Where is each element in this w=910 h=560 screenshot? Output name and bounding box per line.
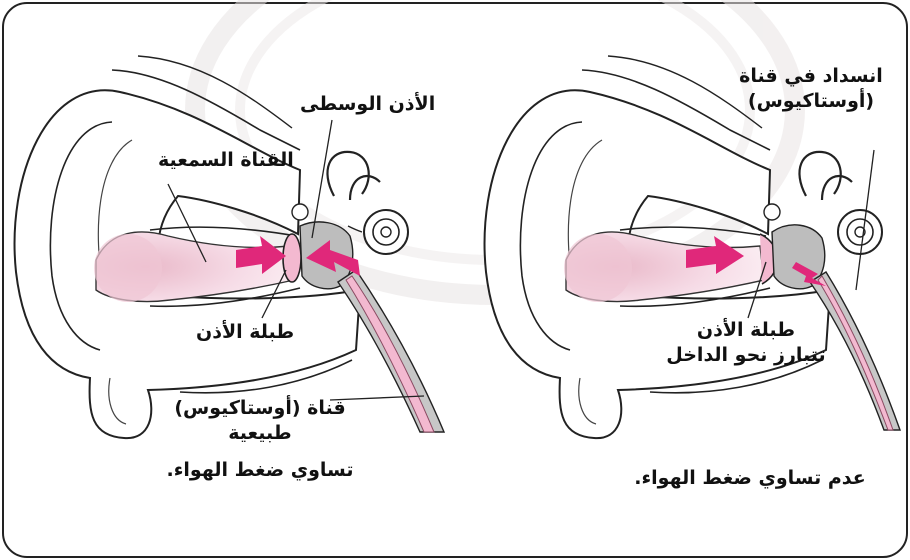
label-tube-line2: طبيعية — [170, 421, 350, 446]
label-tube-line1: قناة (أوستاكيوس) — [170, 396, 350, 421]
label-blockage-line1: انسداد في قناة — [726, 64, 896, 89]
label-blockage-line2: (أوستاكيوس) — [726, 89, 896, 114]
label-ear-canal: القناة السمعية — [158, 148, 294, 173]
label-eardrum-line2: تتبارز نحو الداخل — [646, 343, 846, 368]
label-eardrum-line1: طبلة الأذن — [646, 318, 846, 343]
label-eardrum: طبلة الأذن — [196, 320, 294, 345]
label-middle-ear: الأذن الوسطى — [300, 92, 435, 117]
caption-left: تساوي ضغط الهواء. — [150, 458, 370, 483]
label-eardrum-bulging: طبلة الأذن تتبارز نحو الداخل — [646, 318, 846, 367]
label-blockage: انسداد في قناة (أوستاكيوس) — [726, 64, 896, 113]
label-eustachian-tube-normal: قناة (أوستاكيوس) طبيعية — [170, 396, 350, 445]
caption-right: عدم تساوي ضغط الهواء. — [620, 466, 880, 491]
